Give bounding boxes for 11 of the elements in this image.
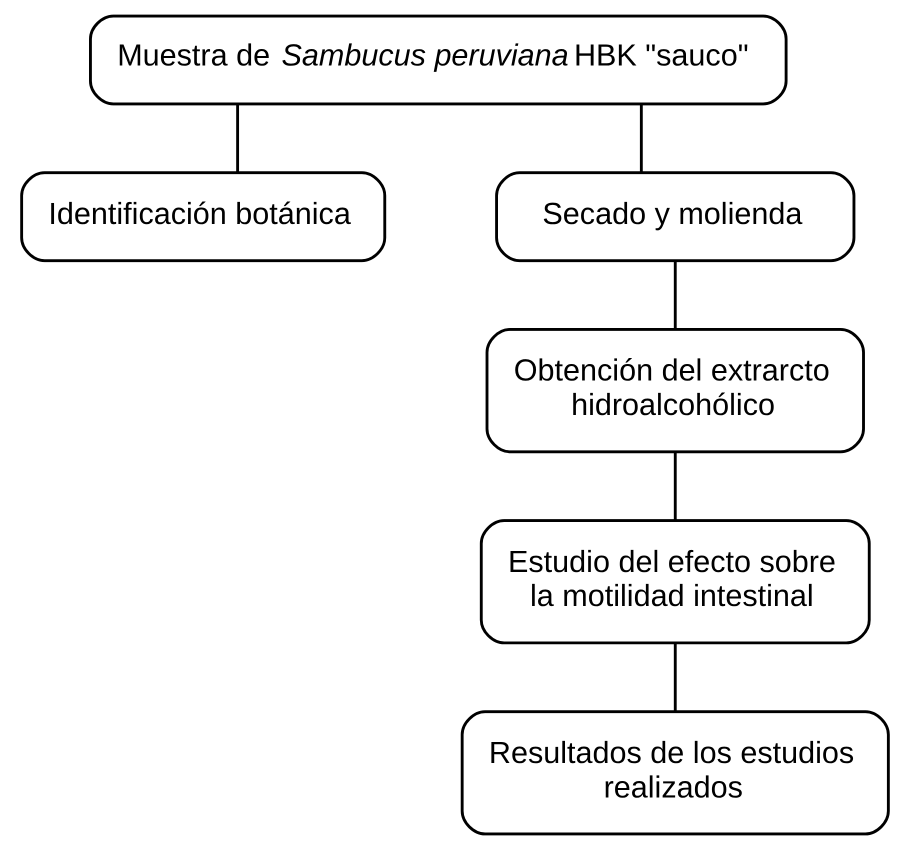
node-box: Muestra de Sambucus peruviana HBK "sauco" bbox=[88, 14, 788, 106]
connector bbox=[639, 104, 642, 173]
node-box: Secado y molienda bbox=[494, 171, 855, 262]
node-box: Obtención del extrarcto hidroalcohólico bbox=[485, 328, 864, 454]
node-box: Resultados de los estudios realizados bbox=[460, 710, 890, 836]
node-box: Estudio del efecto sobre la motilidad intestinal bbox=[479, 519, 870, 644]
connector bbox=[236, 104, 239, 173]
connector bbox=[673, 643, 676, 712]
node-box: Identificación botánica bbox=[20, 171, 386, 262]
connector bbox=[673, 452, 676, 520]
connector bbox=[673, 261, 676, 329]
